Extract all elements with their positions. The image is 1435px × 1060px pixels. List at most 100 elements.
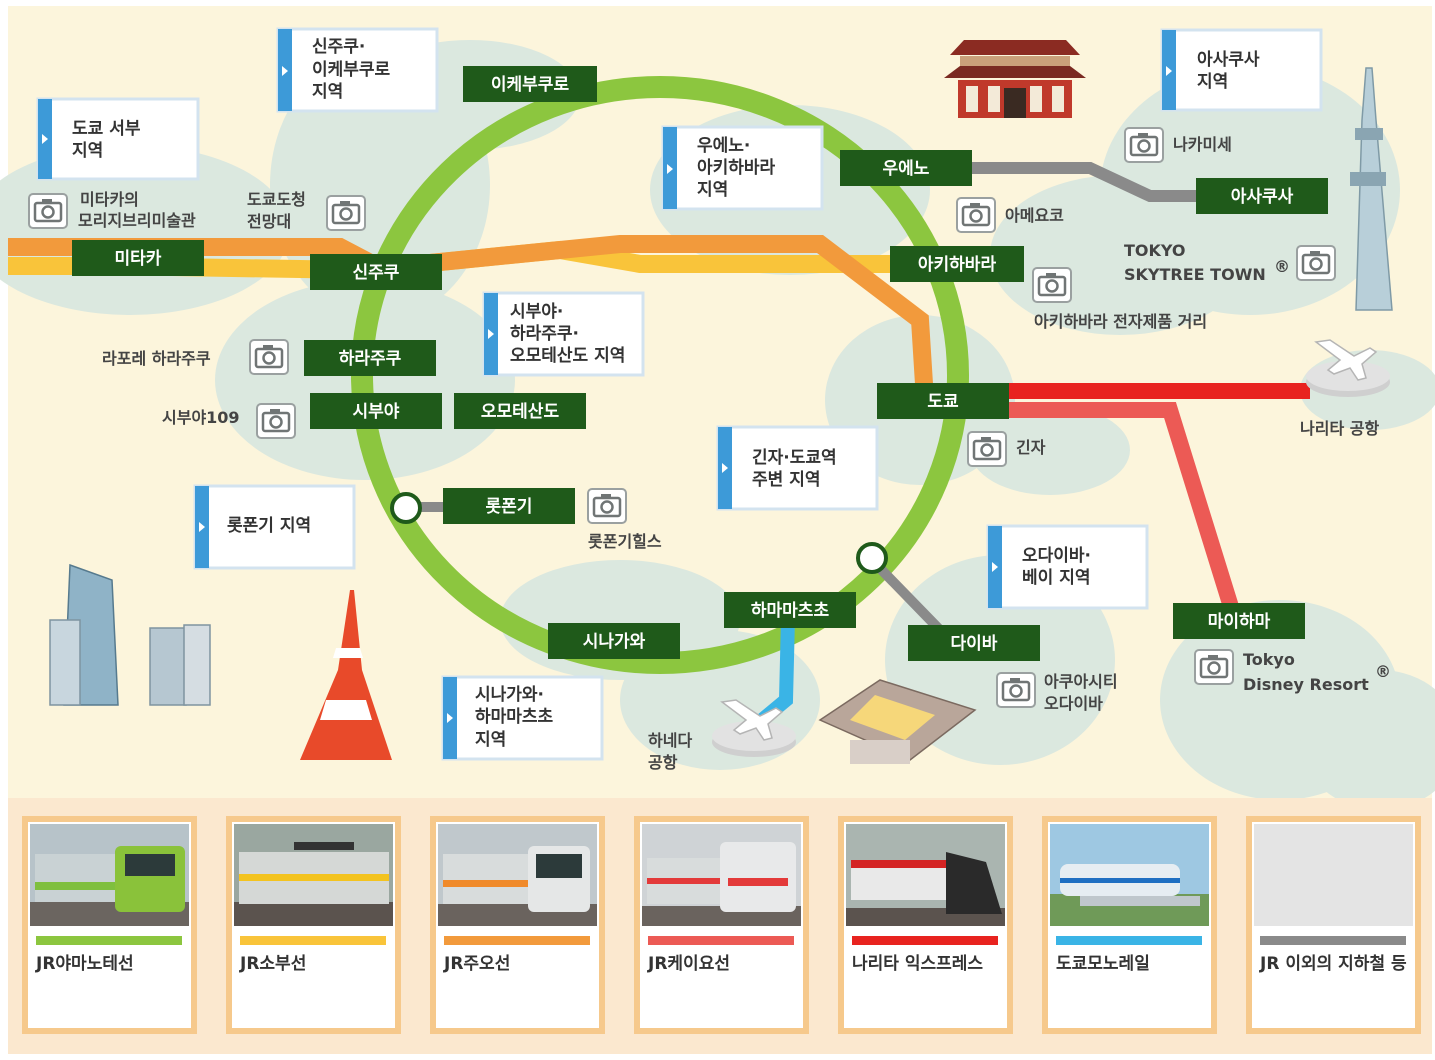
area-box-odaiba[interactable]: 오다이바· 베이 지역 [986,524,1149,610]
station-omotesando[interactable]: 오모테산도 [454,393,586,429]
area-box-shibuya-harajuku[interactable]: 시부야· 하라주쿠· 오모테산도 지역 [482,291,645,377]
svg-text:하마마츠초: 하마마츠초 [475,707,554,727]
spot-disney: Tokyo [1243,650,1295,669]
spot-disney-reg: ® [1375,662,1391,681]
camera-icon[interactable] [325,194,367,232]
line-name: JR야마노테선 [36,954,134,974]
svg-text:마이하마: 마이하마 [1208,612,1271,632]
svg-text:오모테산도: 오모테산도 [481,402,560,422]
camera-icon[interactable] [1031,266,1073,304]
station-shinagawa[interactable]: 시나가와 [548,623,680,659]
svg-text:아키하바라: 아키하바라 [697,158,776,178]
spot-nakamise: 나카미세 [1173,135,1232,154]
area-box-ueno-akihabara[interactable]: 우에노· 아키하바라 지역 [661,125,824,211]
camera-icon[interactable] [995,671,1037,709]
svg-text:다이바: 다이바 [951,634,998,654]
spot-shibuya109: 시부야109 [162,408,240,427]
spot-ameyoko: 아메요코 [1005,206,1064,225]
line-card-narita-express[interactable]: 나리타 익스프레스 [838,816,1013,1034]
area-box-roppongi[interactable]: 롯폰기 지역 [193,484,356,570]
svg-text:지역: 지역 [72,141,103,161]
svg-text:도쿄 서부: 도쿄 서부 [72,119,141,139]
line-card-yamanote[interactable]: JR야마노테선 [22,816,197,1034]
tokyo-tower-icon [300,590,392,760]
svg-text:롯폰기: 롯폰기 [486,497,533,517]
fuji-tv-icon [818,679,977,764]
area-box-tokyo-west[interactable]: 도쿄 서부 지역 [36,97,200,181]
line-card-keiyo[interactable]: JR케이요선 [634,816,809,1034]
spot-akiba-electric: 아키하바라 전자제품 거리 [1034,312,1207,331]
line-name: 나리타 익스프레스 [852,954,984,974]
airport-haneda: 하네다 [648,731,692,750]
station-shinjuku[interactable]: 신주쿠 [310,254,442,290]
airport-haneda: 공항 [648,753,678,772]
line-name: 도쿄모노레일 [1056,954,1150,974]
yurikamome-line [868,556,944,634]
station-hamamatsucho[interactable]: 하마마츠초 [724,592,856,628]
svg-text:롯폰기 지역: 롯폰기 지역 [227,516,311,536]
line-name: JR케이요선 [648,954,730,974]
svg-text:주변 지역: 주변 지역 [752,470,820,490]
area-box-ginza-tokyo[interactable]: 긴자·도쿄역 주변 지역 [716,425,879,511]
camera-icon[interactable] [1193,648,1235,686]
area-box-asakusa[interactable]: 아사쿠사 지역 [1160,28,1323,112]
svg-text:오모테산도 지역: 오모테산도 지역 [510,346,625,366]
building-icon [49,563,211,706]
train-photo [1050,824,1209,926]
spot-aquacity: 아쿠아시티 [1044,672,1118,691]
line-card-monorail[interactable]: 도쿄모노레일 [1042,816,1217,1034]
station-asakusa[interactable]: 아사쿠사 [1196,178,1328,214]
spot-ginza: 긴자 [1016,438,1046,457]
svg-text:아키하바라: 아키하바라 [918,255,997,275]
station-tokyo[interactable]: 도쿄 [877,383,1009,419]
svg-text:신주쿠·: 신주쿠· [312,37,365,57]
station-harajuku[interactable]: 하라주쿠 [304,340,436,376]
camera-icon[interactable] [27,192,69,230]
spot-skytree: SKYTREE TOWN [1124,265,1266,284]
train-photo [30,824,189,926]
svg-text:지역: 지역 [312,82,343,102]
station-shibuya[interactable]: 시부야 [310,393,442,429]
line-name: JR소부선 [240,954,307,974]
line-color-bar [648,936,794,945]
svg-text:시나가와: 시나가와 [583,632,646,652]
area-box-shinagawa[interactable]: 시나가와· 하마마츠초 지역 [441,675,604,761]
svg-text:지역: 지역 [1197,72,1228,92]
spot-ghibli: 모리지브리미술관 [78,211,196,230]
camera-icon[interactable] [586,487,628,525]
svg-text:이케부쿠로: 이케부쿠로 [312,60,391,80]
train-photo [642,824,801,926]
asakusa-subway [960,162,1200,202]
train-photo-placeholder [1254,824,1413,926]
line-card-other[interactable]: JR 이외의 지하철 등 [1246,816,1421,1034]
roppongi-junction [390,492,422,524]
camera-icon[interactable] [248,338,290,376]
skytree-icon [1350,67,1393,311]
station-maihama[interactable]: 마이하마 [1173,603,1305,639]
station-mitaka[interactable]: 미타카 [72,240,204,276]
station-ikebukuro[interactable]: 이케부쿠로 [463,66,597,102]
keiyo-line [990,402,1240,613]
spot-tocho: 도쿄도청 [247,190,306,209]
line-card-sobu[interactable]: JR소부선 [226,816,401,1034]
spot-disney: Disney Resort [1243,675,1369,694]
svg-text:지역: 지역 [697,180,728,200]
svg-text:아사쿠사: 아사쿠사 [1231,187,1294,207]
station-ueno[interactable]: 우에노 [840,150,972,186]
line-card-chuo[interactable]: JR주오선 [430,816,605,1034]
camera-icon[interactable] [1295,244,1337,282]
station-roppongi[interactable]: 롯폰기 [443,488,575,524]
camera-icon[interactable] [255,402,297,440]
area-box-shinjuku-ikebukuro[interactable]: 신주쿠· 이케부쿠로 지역 [276,27,439,113]
svg-text:하라주쿠: 하라주쿠 [339,349,402,369]
svg-text:아사쿠사: 아사쿠사 [1197,50,1260,70]
svg-text:지역: 지역 [475,730,506,750]
station-akihabara[interactable]: 아키하바라 [890,246,1024,282]
camera-icon[interactable] [966,430,1008,468]
camera-icon[interactable] [1123,126,1165,164]
line-name: JR주오선 [444,954,511,974]
camera-icon[interactable] [955,196,997,234]
chuo-line [8,235,934,401]
line-color-bar [852,936,998,945]
station-daiba[interactable]: 다이바 [908,625,1040,661]
